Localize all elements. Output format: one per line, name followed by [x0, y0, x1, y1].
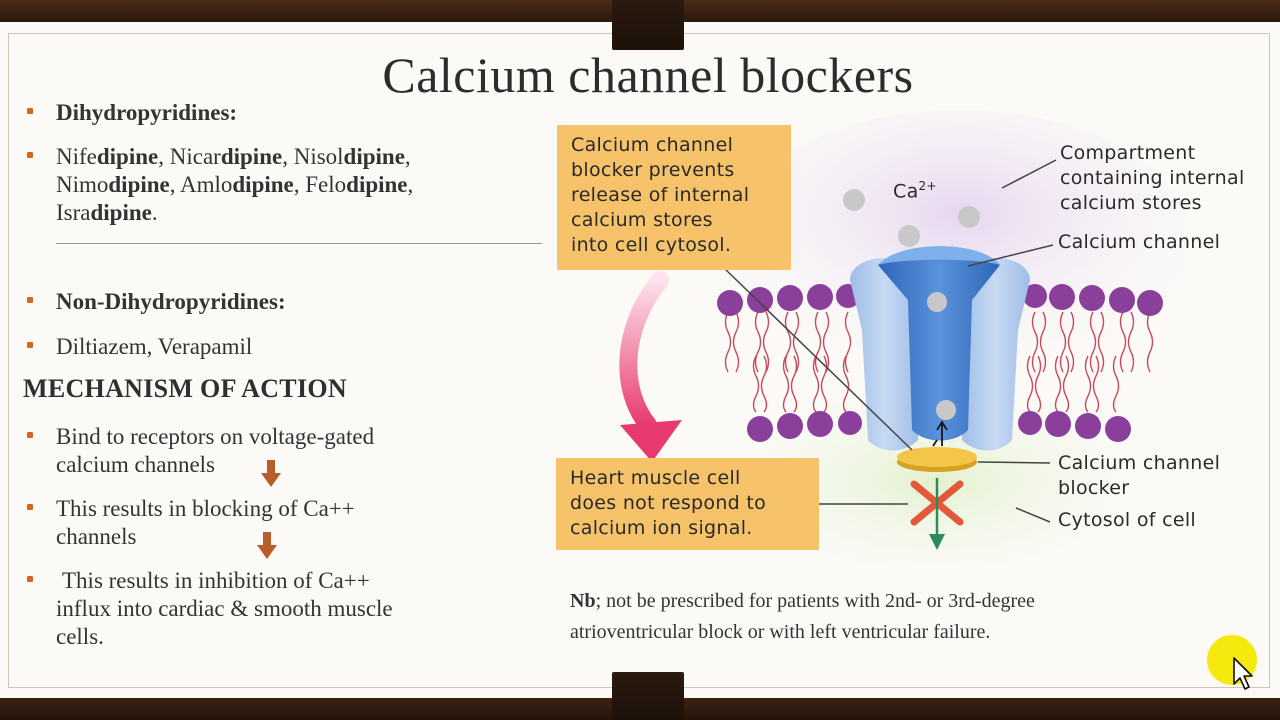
drug-suffix: dipine: [232, 172, 294, 197]
label-calcium-channel: Calcium channel: [1058, 231, 1221, 253]
callout-top-line: release of internal: [571, 184, 750, 206]
label-compartment-line: containing internal: [1060, 167, 1245, 189]
non-dhp-drugs: Diltiazem, Verapamil: [56, 334, 253, 359]
callout-blocker-prevents-release: Calcium channel blocker prevents release…: [557, 125, 791, 270]
drug-suffix: dipine: [96, 144, 159, 169]
clinical-note-line-2: atrioventricular block or with left vent…: [570, 621, 991, 643]
callout-bottom-line: Heart muscle cell: [570, 467, 741, 489]
pink-arrowhead: [620, 420, 682, 462]
step-3-line-3: cells.: [56, 624, 104, 649]
label-blocker-line: Calcium channel: [1058, 452, 1221, 474]
drug-suffix: dipine: [346, 172, 408, 197]
step-2-line-2: channels: [56, 524, 137, 549]
drug-prefix: , Felo: [293, 172, 347, 197]
hanger-clip-top: [612, 0, 684, 50]
pink-curved-arrow: [619, 271, 669, 434]
down-arrow-icon: [257, 532, 277, 559]
bullet-icon: [27, 152, 33, 158]
step-3-line-1: This results in inhibition of Ca++: [62, 568, 370, 593]
channel-left-subunit: [850, 258, 920, 451]
clinical-note-line-1: Nb; not be prescribed for patients with …: [570, 586, 1210, 617]
label-compartment-line: Compartment: [1060, 142, 1196, 164]
label-compartment: Compartment containing internal calcium …: [1060, 141, 1245, 216]
step-3-line-2: influx into cardiac & smooth muscle: [56, 596, 393, 621]
channel-core: [878, 246, 1000, 441]
hanger-clip-bottom: [612, 672, 684, 720]
step-2-line-1: This results in blocking of Ca++: [56, 496, 355, 521]
section-divider: [56, 243, 542, 244]
drug-suffix: dipine: [90, 200, 152, 225]
callout-heart-muscle: Heart muscle cell does not respond to ca…: [556, 458, 819, 550]
green-arrow-head: [929, 534, 945, 550]
bullet-icon: [27, 297, 33, 303]
drug-suffix: dipine: [343, 144, 405, 169]
drug-prefix: Isra: [56, 200, 91, 225]
label-blocker: Calcium channel blocker: [1058, 451, 1220, 501]
note-prefix: Nb: [570, 590, 596, 612]
callout-top-line: blocker prevents: [571, 159, 735, 181]
drug-prefix: ,: [407, 172, 414, 197]
drug-prefix: .: [151, 200, 158, 225]
label-compartment-line: calcium stores: [1060, 192, 1202, 214]
bullet-icon: [27, 432, 33, 438]
drug-suffix: dipine: [108, 172, 170, 197]
calcium-ions: [843, 189, 980, 420]
dhp-drugs-line-2: Nimodipine, Amlodipine, Felodipine,: [56, 171, 413, 199]
bullet-icon: [27, 342, 33, 348]
ion-charge: 2+: [918, 179, 937, 193]
drug-prefix: , Nisol: [282, 144, 344, 169]
callout-bottom-line: does not respond to: [570, 492, 767, 514]
step-1-line-1: Bind to receptors on voltage-gated: [56, 424, 375, 449]
calcium-ion-label: Ca2+: [893, 174, 937, 204]
lipid-heads: [717, 284, 1163, 442]
drug-prefix: ,: [404, 144, 411, 169]
drug-prefix: , Amlo: [169, 172, 233, 197]
ion-blocked-arrow: [932, 420, 948, 447]
drug-suffix: dipine: [220, 144, 283, 169]
drug-prefix: , Nicar: [158, 144, 221, 169]
label-blocker-line: blocker: [1058, 477, 1130, 499]
leader-lines: [723, 159, 1057, 523]
clinical-note: Nb; not be prescribed for patients with …: [570, 586, 1210, 648]
dhp-drugs-line-3: Isradipine.: [56, 199, 158, 227]
lipid-tails: [724, 311, 1154, 413]
bullet-icon: [27, 576, 33, 582]
step-1-line-2: calcium channels: [56, 452, 216, 477]
dhp-drugs-line-1: Nifedipine, Nicardipine, Nisoldipine,: [56, 143, 411, 171]
mechanism-heading: MECHANISM OF ACTION: [23, 374, 347, 403]
blocker-disc: [897, 447, 977, 467]
mouse-cursor-icon: [1207, 635, 1257, 690]
drug-prefix: Nife: [56, 144, 97, 169]
non-dhp-heading: Non-Dihydropyridines:: [56, 289, 286, 314]
calcium-channel-diagram: [619, 110, 1190, 570]
label-cytosol: Cytosol of cell: [1058, 509, 1196, 531]
callout-bottom-line: calcium ion signal.: [570, 517, 753, 539]
drug-prefix: Nimo: [56, 172, 109, 197]
down-arrow-icon: [261, 460, 281, 487]
callout-top-line: into cell cytosol.: [571, 234, 732, 256]
dhp-heading: Dihydropyridines:: [56, 100, 238, 125]
callout-top-line: Calcium channel: [571, 134, 734, 156]
bullet-icon: [27, 108, 33, 114]
note-text: ; not be prescribed for patients with 2n…: [595, 590, 1035, 612]
channel-right-subunit: [960, 258, 1030, 451]
ion-symbol: Ca: [893, 180, 919, 203]
callout-top-line: calcium stores: [571, 209, 713, 231]
slide-title: Calcium channel blockers: [382, 47, 914, 103]
bullet-icon: [27, 504, 33, 510]
